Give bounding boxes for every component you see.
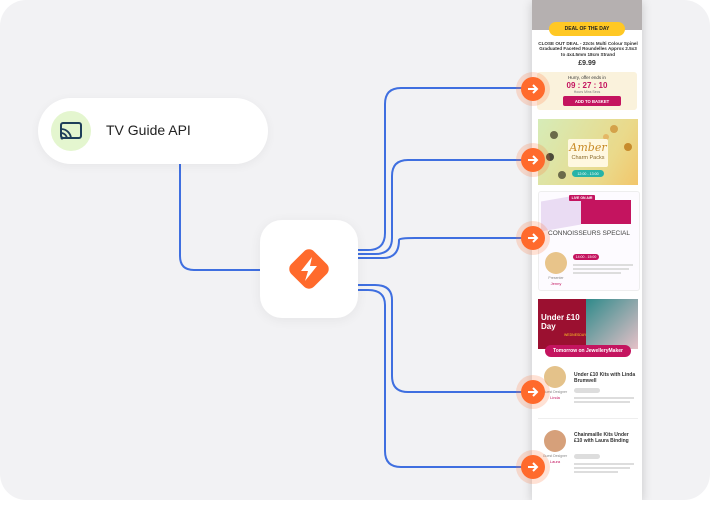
arrow-right-icon: [521, 226, 545, 250]
amber-charm-packs-banner[interactable]: Amber Charm Packs 12:00 - 13:00: [538, 119, 638, 185]
deal-price: £9.99: [532, 60, 642, 67]
countdown-units: Hours Mins Secs: [537, 90, 637, 94]
hub-to-show1-line: [356, 285, 530, 392]
presenter-jenny-avatar: [545, 252, 567, 274]
hub-to-connoisseurs-line: [356, 238, 530, 258]
deal-badge: DEAL OF THE DAY: [549, 22, 625, 36]
api-to-hub-line: [180, 162, 262, 270]
live-badge: LIVE ON AIR: [569, 195, 595, 201]
deal-arrow-button[interactable]: [516, 72, 550, 106]
api-label: TV Guide API: [106, 122, 191, 138]
countdown-box: Hurry, offer ends in 09 : 27 : 10 Hours …: [537, 72, 637, 110]
lightning-bolt-icon: [284, 244, 334, 294]
beads-image: [586, 299, 638, 349]
countdown-value: 09 : 27 : 10: [537, 81, 637, 90]
show2-time-pill: [574, 454, 600, 459]
tomorrow-heading-text: Tomorrow on JewelleryMaker: [545, 348, 631, 354]
text-line: [574, 401, 630, 403]
text-line: [573, 272, 621, 274]
text-line: [574, 463, 634, 465]
automation-hub-node: [260, 220, 358, 318]
connoisseurs-image-right: [581, 200, 631, 224]
arrow-right-icon: [521, 455, 545, 479]
hub-to-show2-line: [356, 290, 530, 467]
presenter-role: Presenter: [541, 276, 571, 280]
show2-title: Chainmaille Kits Under £10 with Laura Bi…: [574, 432, 636, 444]
add-to-basket-label: ADD TO BASKET: [563, 99, 621, 104]
under-10-day-banner[interactable]: Under £10 Day WEDNESDAY: [538, 299, 638, 349]
tomorrow-heading: Tomorrow on JewelleryMaker: [545, 345, 631, 357]
arrow-right-icon: [521, 77, 545, 101]
deal-badge-text: DEAL OF THE DAY: [549, 26, 625, 32]
presenter-name: Jenny: [541, 281, 571, 286]
countdown-label: Hurry, offer ends in: [537, 75, 637, 80]
add-to-basket-button[interactable]: ADD TO BASKET: [563, 96, 621, 106]
amber-time: 12:00 - 13:00: [572, 172, 604, 176]
connoisseurs-arrow-button[interactable]: [516, 221, 550, 255]
text-line: [573, 268, 629, 270]
live-badge-text: LIVE ON AIR: [569, 196, 595, 200]
connoisseurs-time-pill: 14:00 - 15:00: [573, 254, 599, 260]
tv-guide-api-node: TV Guide API: [38, 98, 268, 164]
under-10-weekday: WEDNESDAY: [564, 333, 586, 337]
amber-title: Amber: [538, 141, 638, 154]
amber-time-pill: 12:00 - 13:00: [572, 170, 604, 177]
show1-arrow-button[interactable]: [516, 375, 550, 409]
text-line: [574, 471, 618, 473]
text-line: [574, 397, 634, 399]
connoisseurs-card[interactable]: LIVE ON AIR CONNOISSEURS SPECIAL 14:00 -…: [538, 191, 640, 291]
text-line: [574, 467, 630, 469]
under-10-title: Under £10 Day: [541, 313, 585, 331]
hub-to-deal-line: [356, 88, 530, 250]
amber-arrow-button[interactable]: [516, 143, 550, 177]
show1-time-pill: [574, 388, 600, 393]
connoisseurs-title: CONNOISSEURS SPECIAL: [539, 230, 639, 237]
email-preview: DEAL OF THE DAY CLOSE OUT DEAL - 22cts M…: [532, 0, 642, 500]
text-line: [573, 264, 633, 266]
arrow-right-icon: [521, 380, 545, 404]
show1-title: Under £10 Kits with Linda Brumwell: [574, 372, 636, 384]
laura-avatar: [544, 430, 566, 452]
show-card-linda[interactable]: Under £10 Kits with Linda Brumwell Guest…: [538, 360, 638, 419]
show2-arrow-button[interactable]: [516, 450, 550, 484]
arrow-right-icon: [521, 148, 545, 172]
hub-to-amber-line: [356, 160, 530, 254]
connoisseurs-time: 14:00 - 15:00: [573, 255, 599, 259]
deal-title: CLOSE OUT DEAL - 22cts Multi Colour Spin…: [538, 41, 638, 57]
amber-subtitle: Charm Packs: [538, 155, 638, 161]
show-card-laura[interactable]: Chainmaille Kits Under £10 with Laura Bi…: [538, 424, 638, 490]
cast-icon: [51, 111, 91, 151]
